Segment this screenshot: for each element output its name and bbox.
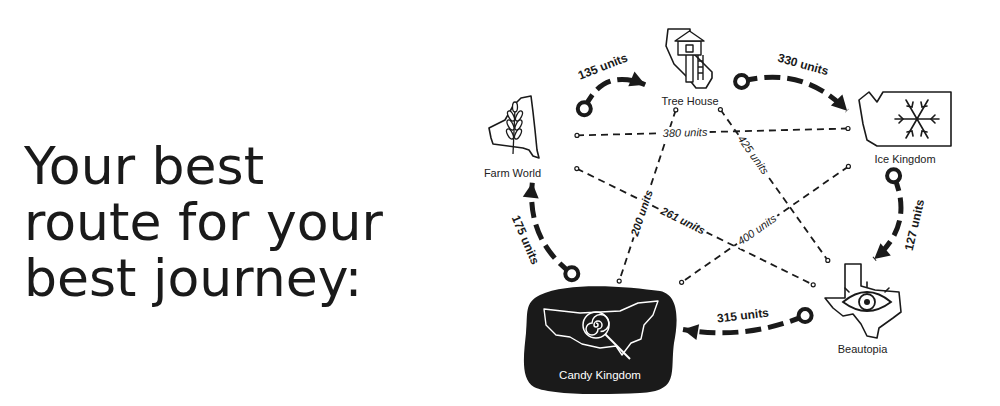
start-dot [887,169,900,182]
title-block: Your best route for your best journey: [24,138,404,306]
distance-label: 400 units [733,211,780,249]
beautopia-icon [823,262,903,340]
node-label: Candy Kingdom [559,369,641,382]
connector-line [874,176,901,259]
edge-label-holder: 330 units [774,52,831,80]
farm-world-node: Farm World [450,94,575,180]
distance-label: 425 units [733,131,772,178]
end-dot [575,167,579,171]
arrow-head [628,72,645,87]
edge-label-holder: 200 units [628,186,657,239]
edge-label-holder: 400 units [733,211,780,249]
node-label: Beautopia [838,343,888,356]
edge-label-holder: 380 units [661,125,710,139]
candy-kingdom-node: Candy Kingdom [520,283,680,395]
arrow-head [831,95,847,111]
edge-label-holder: 315 units [715,306,772,325]
end-dot [846,127,850,131]
ice-kingdom-icon [855,88,955,150]
farm-icon [483,94,543,164]
end-dot [826,258,830,262]
distance-label: 315 units [715,306,772,325]
arrow-head [874,243,891,259]
edge-label-holder: 127 units [902,196,927,254]
connector-line [577,169,813,285]
start-dot [578,102,591,115]
route-arrow [735,75,847,111]
connector-line [720,110,827,261]
arrow-head [683,324,699,340]
dashed-link [575,167,815,287]
beautopia-node: Beautopia [815,262,910,356]
end-dot [846,164,850,168]
connector-line [742,77,848,111]
end-dot [680,280,684,284]
title: Your best route for your best journey: [24,138,404,306]
end-dot [718,108,722,112]
distance-label: 380 units [661,125,710,139]
route-arrow [874,169,901,259]
node-label: Ice Kingdom [874,153,935,166]
edge-label-holder: 175 units [507,212,541,269]
end-dot [811,283,815,287]
distance-label: 261 units [657,204,709,238]
connector-line [577,129,848,136]
arrow-head [523,183,539,199]
edge-label-holder: 261 units [657,204,709,238]
distance-label: 175 units [507,212,541,269]
node-label: Farm World [484,167,541,180]
connector-line [682,166,849,282]
dashed-link [575,127,850,138]
distance-label: 330 units [774,52,831,80]
tree-house-icon [662,26,718,92]
node-label: Tree House [661,95,718,108]
distance-label: 200 units [628,186,657,239]
end-dot [617,279,621,283]
start-dot [735,75,748,88]
edge-label-holder: 425 units [733,131,772,178]
distance-label: 127 units [902,196,927,254]
start-dot [565,267,578,280]
end-dot [674,108,678,112]
start-dot [799,309,812,322]
ice-kingdom-node: Ice Kingdom [850,88,960,166]
tree-house-node: Tree House [648,26,732,108]
end-dot [575,133,579,137]
